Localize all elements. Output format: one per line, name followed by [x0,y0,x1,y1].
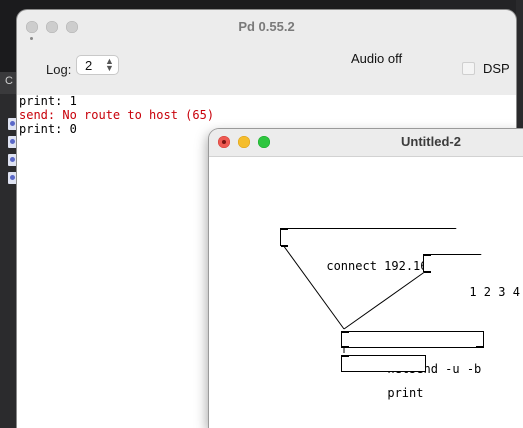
patch-window-title: Untitled-2 [401,134,461,149]
log-label: Log: [46,62,72,77]
file-icon[interactable] [8,154,17,166]
pd-window-titlebar[interactable]: Pd 0.55.2 [17,10,516,40]
file-icon[interactable] [8,172,17,184]
connection-cord[interactable] [343,270,427,330]
print-object[interactable]: print [341,355,427,400]
outlet[interactable] [281,245,288,247]
inlet[interactable] [342,331,349,333]
zoom-button[interactable] [66,21,78,33]
outlet[interactable] [424,271,431,273]
list-message-text: 1 2 3 4 [469,285,520,299]
log-level-value: 2 [85,58,93,73]
up-down-chevron-icon: ▲▼ [105,56,114,73]
background-window-tab-label: C [5,75,13,87]
close-button[interactable] [26,21,38,33]
patch-window-titlebar[interactable]: Untitled-2 [209,129,523,157]
inlet[interactable] [281,228,288,230]
background-window[interactable]: C [0,72,17,428]
console-line: print: 1 [19,94,77,108]
minimize-button[interactable] [46,21,58,33]
close-button[interactable] [218,136,230,148]
file-icon[interactable] [8,136,17,148]
list-message-box[interactable]: 1 2 3 4 [424,254,522,299]
inlet[interactable] [424,254,431,256]
log-level-select[interactable]: 2 ▲▼ [76,55,119,75]
dsp-checkbox[interactable] [462,62,475,75]
connection-cord[interactable] [282,244,345,330]
audio-status: Audio off [351,51,403,66]
inlet[interactable] [342,355,349,357]
minimize-button[interactable] [238,136,250,148]
dsp-label[interactable]: DSP [483,61,510,76]
outlet[interactable] [342,346,349,348]
connect-message-box[interactable]: connect 192.168.7.2 7562 [281,228,502,273]
patch-window: Untitled-2 connect 192.168.7.2 7562 1 2 … [209,129,523,428]
print-object-text: print [387,386,424,400]
file-icon[interactable] [8,118,17,130]
outlet[interactable] [476,346,484,348]
toolbar-dot-icon [30,37,33,40]
patch-canvas[interactable]: connect 192.168.7.2 7562 1 2 3 4 netsend… [209,157,523,428]
netsend-object[interactable]: netsend -u -b [341,331,485,376]
console-error-line: send: No route to host (65) [19,108,215,122]
console-line: print: 0 [19,122,77,136]
pd-window-title: Pd 0.55.2 [238,19,295,34]
background-window-tab[interactable]: C [0,72,17,94]
zoom-button[interactable] [258,136,270,148]
